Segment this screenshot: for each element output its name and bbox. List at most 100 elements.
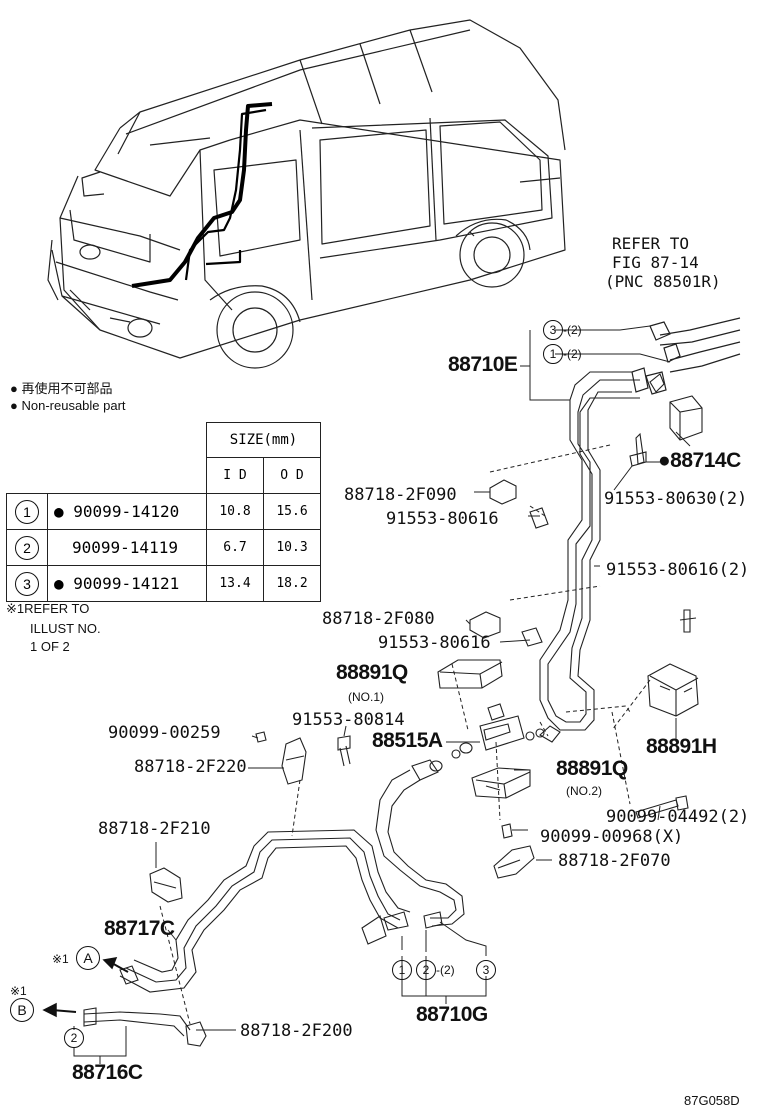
part-91553-80814: 91553-80814 <box>292 710 405 730</box>
part-number: 90099-14120 <box>73 502 180 521</box>
table-row: 2 90099-14119 6.7 10.3 <box>6 529 321 566</box>
part-number: 90099-14119 <box>72 538 178 557</box>
part-88710E: 88710E <box>448 353 518 376</box>
legend-en: ● Non-reusable part <box>10 397 126 415</box>
part-90099-00259: 90099-00259 <box>108 723 221 743</box>
callout-circle: B <box>10 998 34 1022</box>
part-88718-2F080: 88718-2F080 <box>322 609 435 629</box>
part-91553-80616-a: 91553-80616 <box>386 509 499 529</box>
callout-qty: -(2) <box>563 323 582 337</box>
pipe-top-right <box>631 317 741 395</box>
legend-jp: ● 再使用不可部品 <box>10 380 113 398</box>
table-empty-cell <box>6 457 207 494</box>
part-cell: ● 90099-14121 <box>47 565 207 602</box>
legend-jp-text: 再使用不可部品 <box>21 381 113 396</box>
callout-circle: 2 <box>64 1028 84 1048</box>
od-value: 15.6 <box>263 493 321 530</box>
part-91553-80630: 91553-80630(2) <box>604 489 748 509</box>
ref-callout: 1 <box>15 499 39 524</box>
ref-cell: 3 <box>6 565 48 602</box>
part-88718-2F200: 88718-2F200 <box>240 1021 353 1041</box>
callout-b: B <box>10 998 34 1022</box>
non-reusable-icon: ● <box>54 502 64 521</box>
callout-circle: 1 <box>543 344 563 364</box>
part-88718-2F210: 88718-2F210 <box>98 819 211 839</box>
dashed-leaders <box>159 444 651 1025</box>
part-88891Q-no2 <box>471 767 531 799</box>
callout-2-bottom: 2-(2) <box>416 960 455 980</box>
id-value: 6.7 <box>206 529 264 566</box>
bullet-icon: ● <box>10 398 18 413</box>
part-88891Q-no1: 88891Q <box>336 661 408 684</box>
part-91553-80616-b: 91553-80616 <box>378 633 491 653</box>
callout-3-bottom: 3 <box>476 960 496 980</box>
od-value: 10.3 <box>263 529 321 566</box>
od-value: 18.2 <box>263 565 321 602</box>
note-mark-b: ※1 <box>10 984 27 998</box>
part-88891H: 88891H <box>646 735 717 758</box>
legend-en-text: Non-reusable part <box>21 398 126 413</box>
part-90099-00968: 90099-00968(X) <box>540 827 684 847</box>
ref-callout: 2 <box>15 535 39 560</box>
part-88718-2F220 <box>255 731 351 785</box>
bolt-90099-04492 <box>635 795 689 819</box>
table-subheader-row: I D O D <box>6 457 321 494</box>
part-88515A <box>451 703 545 759</box>
part-91553-80616-2: 91553-80616(2) <box>606 560 750 580</box>
refer-line2: FIG 87-14 <box>612 253 699 272</box>
callout-qty: -(2) <box>436 963 455 977</box>
ref-callout: 3 <box>15 571 39 596</box>
part-88891Q-no2: 88891Q <box>556 757 628 780</box>
van-illustration <box>47 19 566 369</box>
leader-lines <box>73 325 691 1064</box>
part-88718-2F090: 88718-2F090 <box>344 485 457 505</box>
pipe-88716C <box>83 965 191 1037</box>
callout-circle: 3 <box>543 320 563 340</box>
callout-1-top: 1-(2) <box>543 344 582 364</box>
part-88718-2F070 <box>493 823 535 879</box>
size-header: SIZE(mm) <box>206 422 321 458</box>
callout-2-left: 2 <box>64 1028 84 1048</box>
part-88515A: 88515A <box>372 729 443 752</box>
part-90099-04492: 90099-04492(2) <box>606 807 750 827</box>
part-88717C: 88717C <box>104 917 175 940</box>
refer-line3: (PNC 88501R) <box>605 272 721 291</box>
callout-circle: 2 <box>416 960 436 980</box>
size-table: SIZE(mm) I D O D 1 ● 90099-14120 10.8 15… <box>6 422 321 602</box>
table-row: 1 ● 90099-14120 10.8 15.6 <box>6 493 321 530</box>
ref-cell: 1 <box>6 493 48 530</box>
note-mark-a: ※1 <box>52 952 69 966</box>
clamps-upper <box>469 479 697 647</box>
table-empty-cell <box>7 423 207 458</box>
part-88891Q-no2-note: (NO.2) <box>566 784 602 798</box>
part-88710G: 88710G <box>416 1003 488 1026</box>
pipe-88710E <box>539 371 665 743</box>
pipe-88710G <box>119 759 465 993</box>
callout-1-bottom: 1 <box>392 960 412 980</box>
callout-circle: 3 <box>476 960 496 980</box>
callout-circle: 1 <box>392 960 412 980</box>
part-88716C: 88716C <box>72 1061 143 1084</box>
id-value: 10.8 <box>206 493 264 530</box>
arrows <box>42 957 129 1018</box>
callout-circle: A <box>76 946 100 970</box>
ref-cell: 2 <box>6 529 48 566</box>
clamps-lower <box>149 867 207 1047</box>
part-88891Q-no1-note: (NO.1) <box>348 690 384 704</box>
col-od-header: O D <box>263 457 321 494</box>
non-reusable-icon: ● <box>54 574 64 593</box>
table-header-row: SIZE(mm) <box>7 422 321 458</box>
col-id-header: I D <box>206 457 264 494</box>
bullet-icon: ● <box>10 381 18 396</box>
part-88891Q-no1 <box>437 659 503 689</box>
part-88714C: ●88714C <box>658 449 741 472</box>
figure-id: 87G058D <box>684 1093 740 1108</box>
part-88891H <box>647 663 699 717</box>
note-line3: 1 OF 2 <box>30 639 70 654</box>
part-88718-2F070: 88718-2F070 <box>558 851 671 871</box>
note-line1: ※1REFER TO <box>6 601 90 616</box>
part-88718-2F220: 88718-2F220 <box>134 757 247 777</box>
refer-line1: REFER TO <box>612 234 690 253</box>
